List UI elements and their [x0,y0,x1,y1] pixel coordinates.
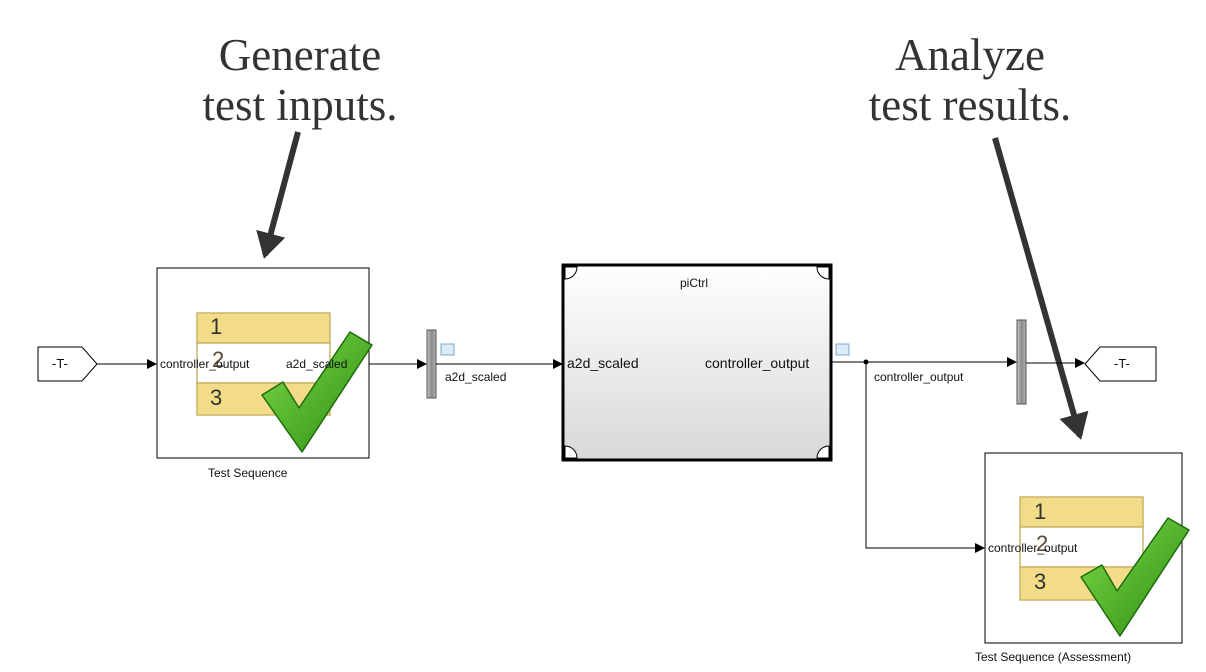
pictrl-port-out: controller_output [705,355,810,371]
callout-generate-line2: test inputs. [202,80,398,130]
sequence-row-label-1-right: 1 [1034,499,1047,524]
goto-tag-label: -T- [1114,356,1130,371]
signal-port-icon [440,343,455,356]
signal-label-controller: controller_output [874,370,964,384]
sequence-row-2-right [1019,526,1144,568]
branch-point [863,359,869,365]
sequence-row-label-1-left: 1 [210,314,223,339]
sequence-row-label-2-left: 2 [212,347,225,372]
pictrl-name: piCtrl [680,276,709,290]
goto-tag-icon[interactable] [1084,346,1157,382]
check-icon [1080,517,1190,637]
signal-port-icon [835,343,850,356]
sequence-row-label-3-left: 3 [210,385,223,410]
assessment-port-in: controller_output [988,541,1078,555]
corner-tr [816,266,830,280]
callout-analyze-line1: Analyze [895,30,1045,80]
callout-arrow-right [992,137,1089,440]
signal-label-a2d: a2d_scaled [445,370,507,384]
test-sequence-port-out: a2d_scaled [286,357,348,371]
corner-br [816,445,830,459]
from-tag-icon[interactable] [37,346,98,382]
callout-generate-line1: Generate [218,30,382,80]
bus-creator-right[interactable] [1016,319,1027,405]
test-sequence-name: Test Sequence [208,466,288,480]
pictrl-block[interactable] [561,263,833,462]
callout-arrow-left [256,131,301,259]
from-tag-label: -T- [52,356,68,371]
sequence-row-1-left [196,312,331,344]
signal-branch[interactable] [865,362,985,553]
callout-analyze: Analyze test results. [815,30,1125,130]
callout-generate: Generate test inputs. [140,30,460,130]
assessment-name: Test Sequence (Assessment) [975,650,1132,664]
sequence-row-label-3-right: 3 [1034,569,1047,594]
sequence-row-label-2-right: 2 [1036,531,1049,556]
test-sequence-port-in: controller_output [160,357,250,371]
callout-analyze-line2: test results. [868,80,1072,130]
check-icon [261,331,373,453]
corner-bl [564,445,578,459]
pictrl-port-in: a2d_scaled [567,355,639,371]
corner-tl [564,266,578,280]
bus-creator-left[interactable] [426,329,437,399]
